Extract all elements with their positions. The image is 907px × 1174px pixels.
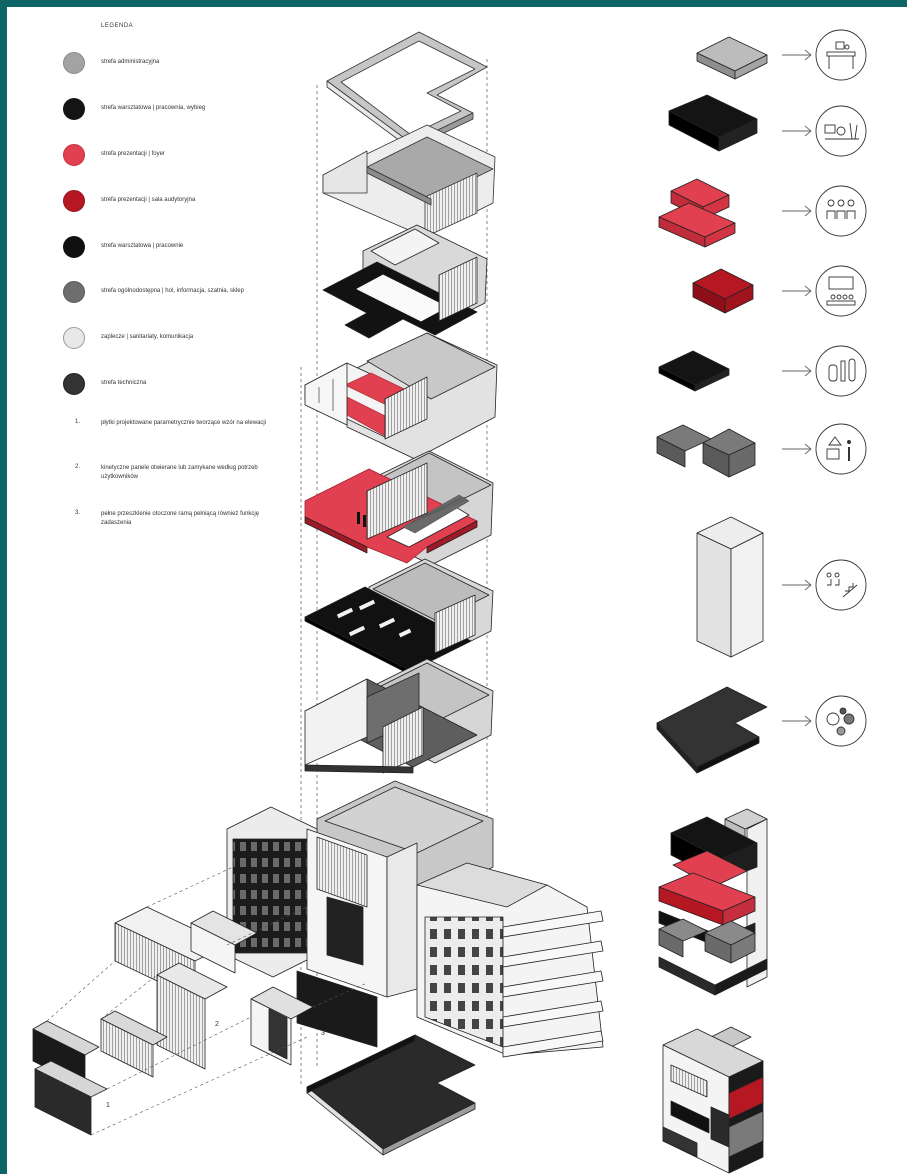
zone-volumes <box>656 36 768 774</box>
legend-label: strefa ogólnodostępna | hol, informacja,… <box>101 288 244 294</box>
legend-label: strefa prezentacji | foyer <box>101 151 165 157</box>
stacked-massing-model <box>658 808 768 996</box>
legend-swatch-administration <box>63 52 85 74</box>
icon-sanitary-communication <box>815 559 867 611</box>
legend-label: strefa warsztatowa | pracownia, wybieg <box>101 105 206 111</box>
note-text: płytki projektowane parametrycznie tworz… <box>101 420 267 426</box>
facade-dashed-links <box>46 866 368 1136</box>
assembled-model <box>662 1026 764 1174</box>
floor-workshop-runway <box>322 224 488 339</box>
floor-administration <box>322 124 496 238</box>
floor-workshops <box>304 558 494 676</box>
icon-auditorium-screen <box>815 265 867 317</box>
zone-arrows <box>782 49 812 727</box>
legend-label: strefa techniczna <box>101 380 147 386</box>
basement-slab <box>306 1034 476 1156</box>
icon-technical-gears <box>815 695 867 747</box>
icon-desk <box>815 29 867 81</box>
legend-swatch-auditorium <box>63 190 85 212</box>
facade-label-1: 1 <box>106 1102 110 1109</box>
note-text: kinetyczne panele otwierane lub zamykane… <box>101 465 258 480</box>
icon-audience <box>815 185 867 237</box>
legend-item-workshops: strefa warsztatowa | pracownie <box>63 236 303 260</box>
icon-information <box>815 423 867 475</box>
legend-swatch-service <box>63 327 85 349</box>
legend-item-technical: strefa techniczna <box>63 373 303 397</box>
exploded-axonometric-drawing: 1 2 3 <box>32 29 867 1174</box>
legend-title: LEGENDA <box>101 23 134 29</box>
page: LEGENDA strefa administracyjna strefa wa… <box>7 7 907 1174</box>
legend-item-foyer: strefa prezentacji | foyer <box>63 144 303 168</box>
floor-public-hall <box>304 658 494 774</box>
workshop-tables <box>336 599 412 638</box>
floor-foyer-stair <box>304 450 494 566</box>
legend-item-auditorium: strefa prezentacji | sala audytoryjna <box>63 190 303 214</box>
facade-label-3: 3 <box>321 1030 325 1037</box>
note-number: 3. <box>75 510 81 516</box>
legend-label: strefa prezentacji | sala audytoryjna <box>101 197 196 203</box>
legend-item-administration: strefa administracyjna <box>63 52 303 76</box>
icon-workshop-tools <box>815 105 867 157</box>
icon-workshop-equipment <box>815 345 867 397</box>
legend-swatch-workshop-runway <box>63 98 85 120</box>
legend-swatch-public <box>63 281 85 303</box>
legend-item-service: zaplecze | sanitariaty, komunikacja <box>63 327 303 351</box>
stair <box>402 494 470 534</box>
legend-swatch-technical <box>63 373 85 395</box>
note-number: 1. <box>75 419 81 425</box>
legend-item-public: strefa ogólnodostępna | hol, informacja,… <box>63 281 303 305</box>
facade-label-2: 2 <box>215 1021 219 1028</box>
note-text: pełne przeszklenie otoczone ramą pełniąc… <box>101 511 260 526</box>
legend-item-workshop-runway: strefa warsztatowa | pracownia, wybieg <box>63 98 303 122</box>
legend-label: strefa warsztatowa | pracownie <box>101 243 184 249</box>
note-number: 2. <box>75 464 81 470</box>
roof-slab <box>326 31 488 150</box>
facade-balconies <box>502 910 604 1058</box>
floor-foyer <box>304 332 498 460</box>
legend-swatch-foyer <box>63 144 85 166</box>
legend-label: strefa administracyjna <box>101 59 160 65</box>
legend-label: zaplecze | sanitariaty, komunikacja <box>101 334 194 340</box>
legend-swatch-workshops <box>63 236 85 258</box>
